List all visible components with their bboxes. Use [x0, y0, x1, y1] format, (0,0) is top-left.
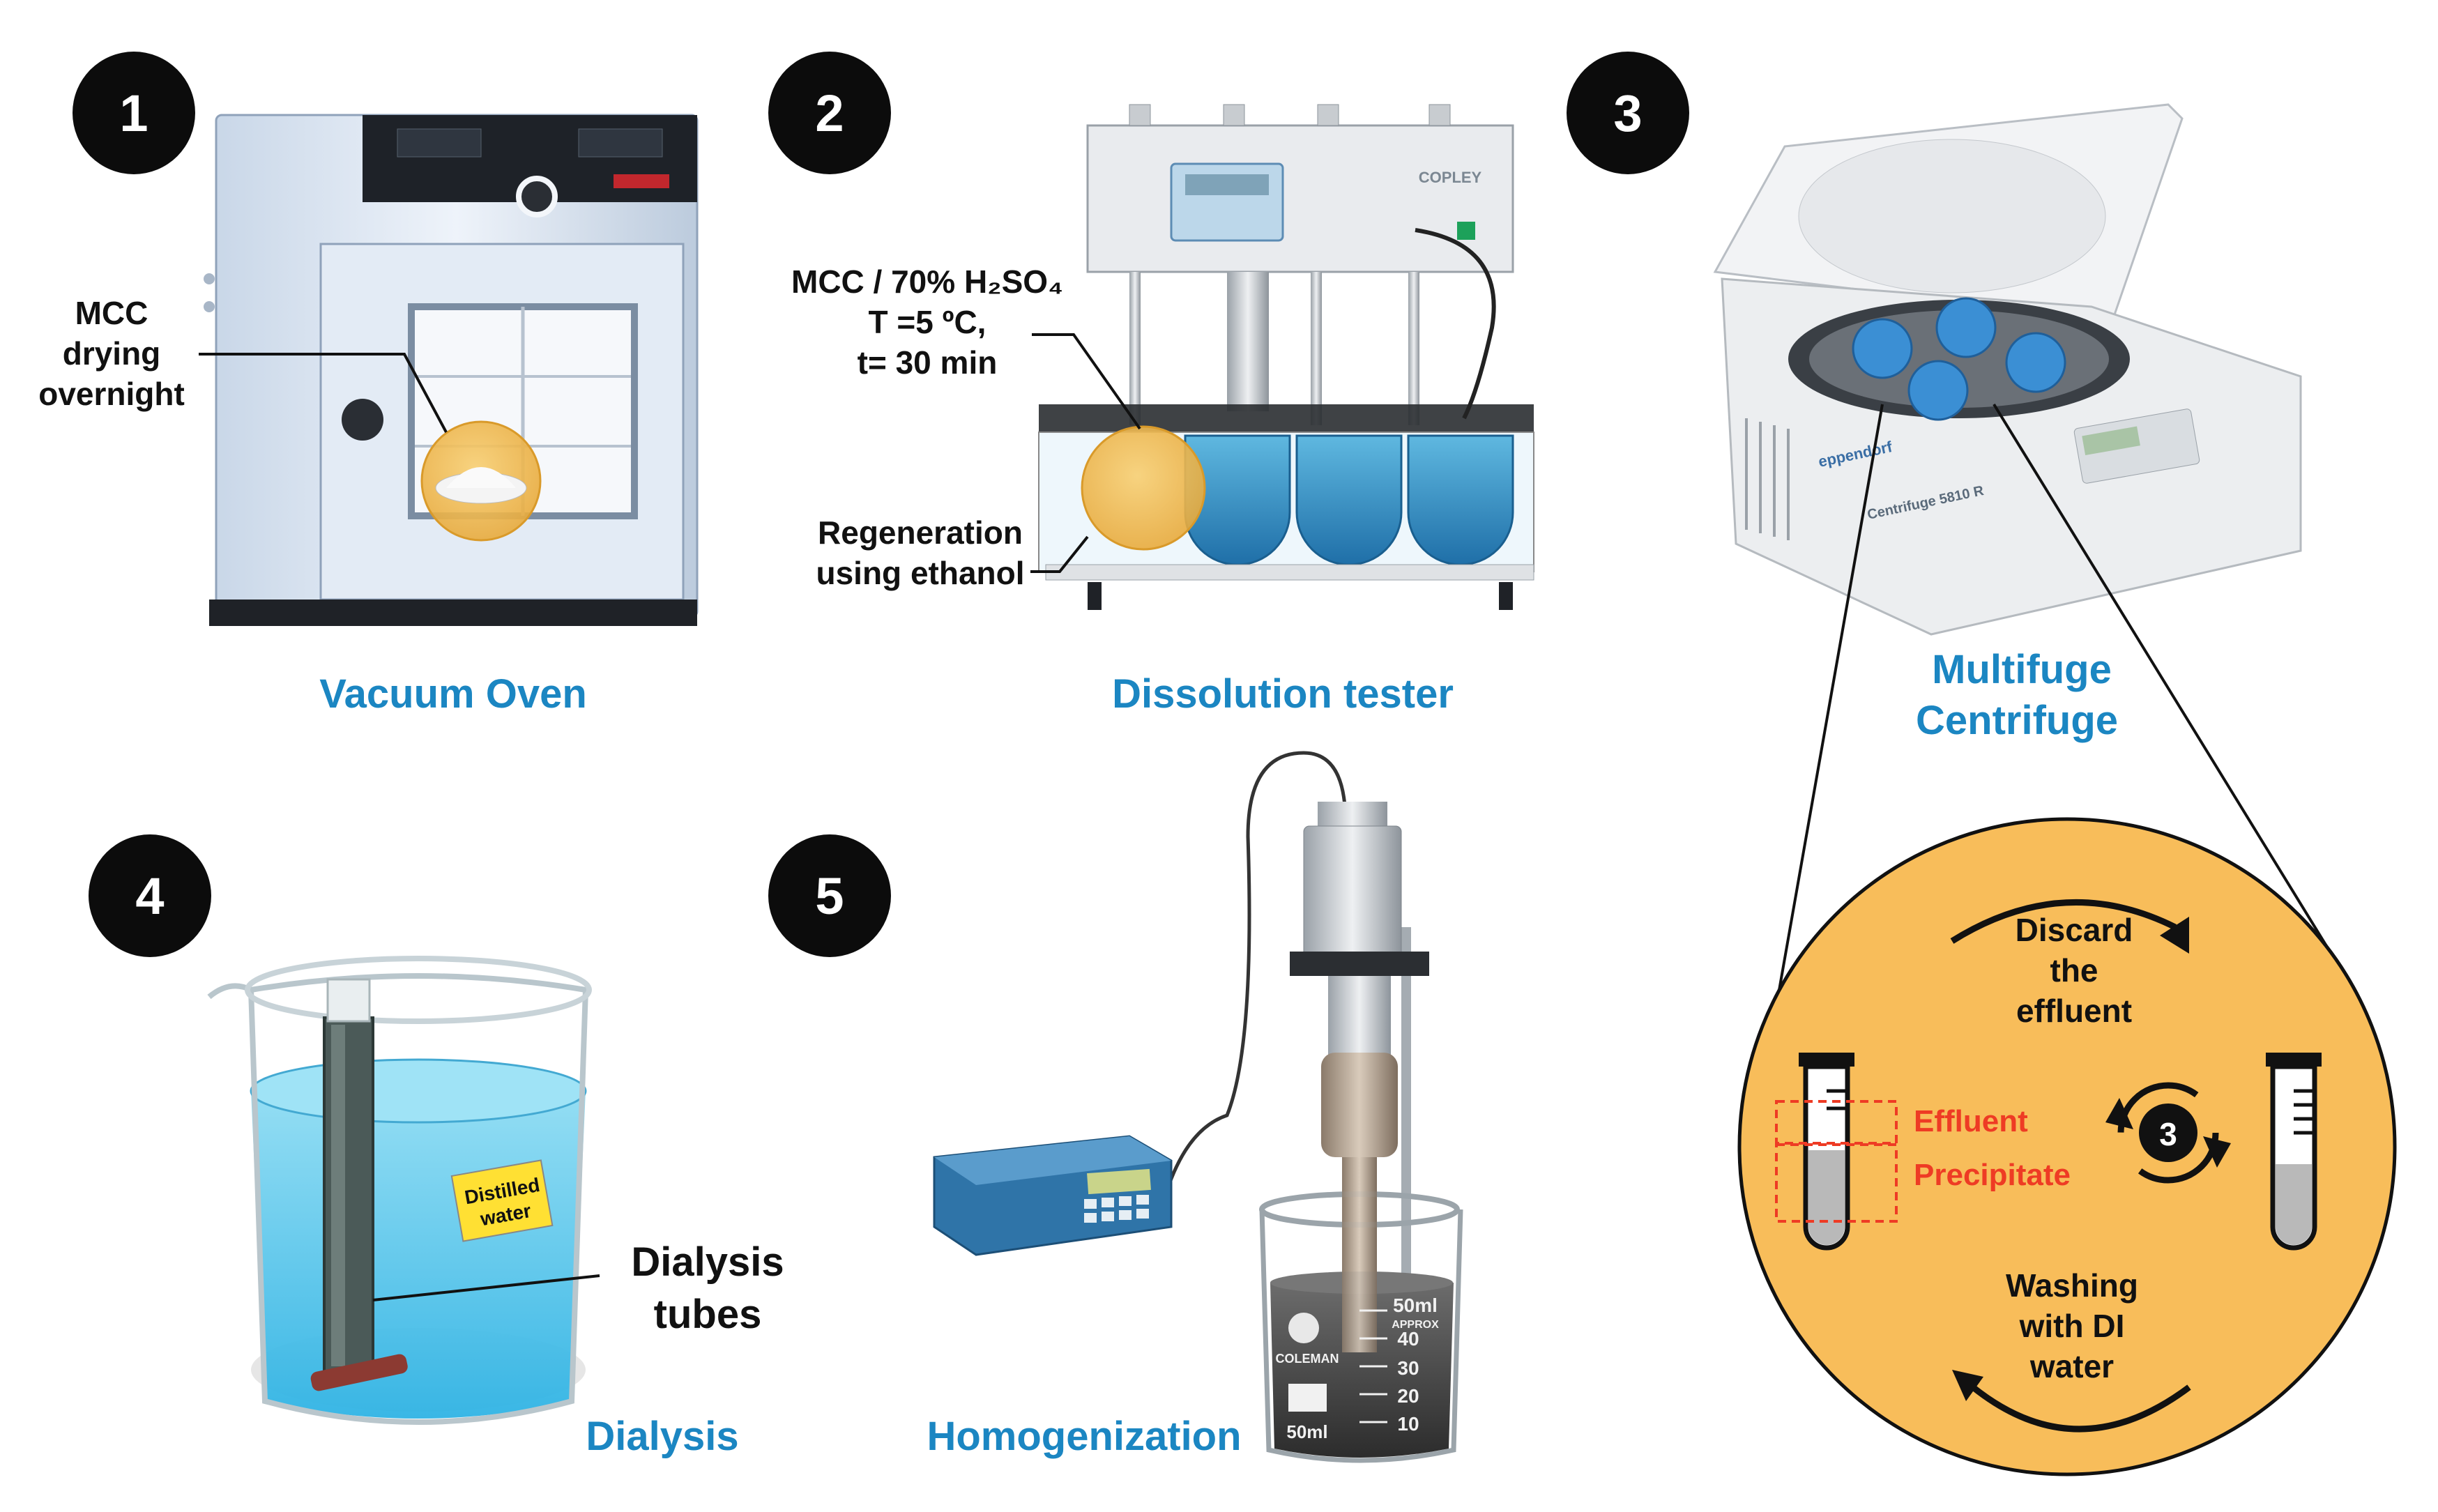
- mcc-leader-line: [199, 353, 448, 433]
- reaction-condition-line3: t= 30 min: [858, 344, 998, 381]
- discard-label-line3: effluent: [2016, 993, 2132, 1029]
- reaction-condition-line2: T =5 ºC,: [869, 304, 986, 340]
- beaker-mark-30: 30: [1397, 1357, 1419, 1379]
- regeneration-leader-line: [1030, 535, 1089, 573]
- step-1-badge: [73, 52, 195, 174]
- copley-brand: COPLEY: [1419, 169, 1482, 186]
- dialysis-beaker-illustration: Distilled water: [207, 956, 592, 1425]
- washing-label-line2: with DI: [2019, 1308, 2125, 1344]
- mcc-drying-label-line1: MCC: [75, 295, 148, 331]
- step-3-badge: [1567, 52, 1689, 174]
- effluent-box: [1775, 1100, 1898, 1145]
- step-4-badge: [89, 834, 211, 957]
- beaker-mark-10: 10: [1397, 1413, 1419, 1435]
- reaction-vessel-highlight: [1081, 425, 1206, 551]
- washing-label-line3: water: [2029, 1348, 2114, 1384]
- centrifuge-illustration: eppendorf Centrifuge 5810 R: [1713, 103, 2302, 636]
- centrifuge-caption-line1: Multifuge: [1932, 647, 2112, 692]
- step-5-homogenization: 5 COLEMAN: [768, 751, 1463, 1463]
- homogenizer-illustration: COLEMAN 50ml 50ml APPROX 40 30 20 10: [933, 751, 1463, 1463]
- discard-label-line1: Discard: [2016, 912, 2133, 948]
- mcc-drying-label-line3: overnight: [38, 376, 185, 412]
- mcc-drying-label-line2: drying: [63, 335, 161, 372]
- beaker-mark-20: 20: [1397, 1385, 1419, 1407]
- washing-label-line1: Washing: [2006, 1267, 2138, 1304]
- tube-after-icon: [2266, 1053, 2322, 1251]
- step-3-number: 3: [1613, 84, 1642, 142]
- distilled-water-tag: [450, 1159, 554, 1242]
- precipitate-box: [1775, 1143, 1898, 1223]
- step-4-number: 4: [135, 867, 164, 925]
- reaction-condition-line1: MCC / 70% H₂SO₄: [791, 264, 1063, 300]
- precipitate-label: Precipitate: [1914, 1158, 2071, 1192]
- step-1-number: 1: [119, 84, 148, 142]
- zoom-line-left: [1773, 404, 1884, 1018]
- centrifuge-caption-line2: Centrifuge: [1916, 698, 2118, 743]
- beaker-mark-approx: APPROX: [1392, 1319, 1439, 1331]
- beaker-mark-40: 40: [1397, 1328, 1419, 1350]
- reaction-leader-line: [1032, 333, 1141, 430]
- step-2-dissolution-tester: 2 COPLEY: [768, 52, 1534, 717]
- detail-circle: [1737, 817, 2397, 1476]
- dissolution-tester-caption: Dissolution tester: [1112, 671, 1454, 717]
- discard-label-line2: the: [2050, 952, 2098, 988]
- detail-center-number: 3: [2159, 1116, 2177, 1152]
- step-3-centrifuge: 3 eppendorf Centrifuge 5810 R Multifuge …: [1567, 52, 2397, 1476]
- tube-before-icon: [1799, 1053, 1854, 1251]
- effluent-label: Effluent: [1914, 1104, 2028, 1138]
- beaker-brand: COLEMAN: [1276, 1352, 1339, 1366]
- beaker-mark-50ml: 50ml: [1393, 1295, 1438, 1316]
- homogenization-caption: Homogenization: [927, 1414, 1241, 1459]
- dialysis-tubes-label-line1: Dialysis: [631, 1239, 784, 1285]
- step-5-badge: [768, 834, 891, 957]
- step-4-dialysis: 4 Distilled water Dialysis tubes Dialysi…: [89, 834, 784, 1459]
- step-5-number: 5: [815, 867, 844, 925]
- dialysis-tubes-leader: [372, 1274, 600, 1301]
- regeneration-label-line2: using ethanol: [816, 555, 1025, 591]
- step-2-badge: [768, 52, 891, 174]
- centrifugation-detail: Discard the effluent Effluent Precipitat…: [1737, 817, 2397, 1476]
- centrifuge-cycle-icon: 3: [2105, 1082, 2231, 1184]
- regeneration-label-line1: Regeneration: [818, 514, 1023, 551]
- washing-arrow: [1971, 1384, 2191, 1433]
- discard-arrow: [1950, 899, 2177, 944]
- vacuum-oven-caption: Vacuum Oven: [319, 671, 587, 717]
- vacuum-oven-illustration: [204, 114, 699, 626]
- step-2-number: 2: [815, 84, 844, 142]
- dialysis-caption: Dialysis: [586, 1414, 738, 1459]
- zoom-line-right: [1993, 403, 2333, 956]
- dialysis-tubes-label-line2: tubes: [654, 1292, 762, 1337]
- beaker-volume-label: 50ml: [1286, 1421, 1327, 1442]
- step-1-vacuum-oven: 1 MCC drying overnight Vacuum Oven: [38, 52, 699, 717]
